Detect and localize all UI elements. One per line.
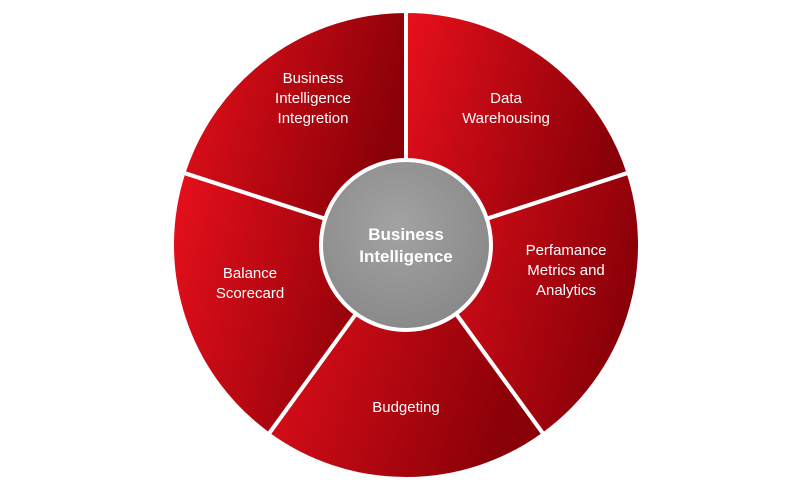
segment-balance-scorecard-label-line-1: Balance xyxy=(223,265,277,282)
segment-budgeting: Budgeting xyxy=(266,243,546,480)
segment-performance-metrics-label-line-2: Metrics and xyxy=(527,262,605,279)
segment-performance-metrics-label-line-3: Analytics xyxy=(536,282,596,299)
center-hub: Business Intelligence xyxy=(319,158,493,332)
segment-balance-scorecard-label-line-2: Scorecard xyxy=(216,285,284,302)
segment-budgeting-label-line-1: Budgeting xyxy=(372,399,440,416)
center-hub-label-line-1: Business xyxy=(368,225,444,244)
center-hub-circle xyxy=(319,158,493,332)
segment-bi-integration-label-line-1: Business xyxy=(283,70,344,87)
segment-performance-metrics-label-line-1: Perfamance xyxy=(526,242,607,259)
segment-budgeting-shape xyxy=(266,243,546,480)
segment-bi-integration-label-line-2: Intelligence xyxy=(275,90,351,107)
segment-data-warehousing-label-line-1: Data xyxy=(490,90,522,107)
segment-data-warehousing-label-line-2: Warehousing xyxy=(462,110,550,127)
segment-bi-integration-label-line-3: Integretion xyxy=(278,110,349,127)
center-hub-label-line-2: Intelligence xyxy=(359,247,453,266)
